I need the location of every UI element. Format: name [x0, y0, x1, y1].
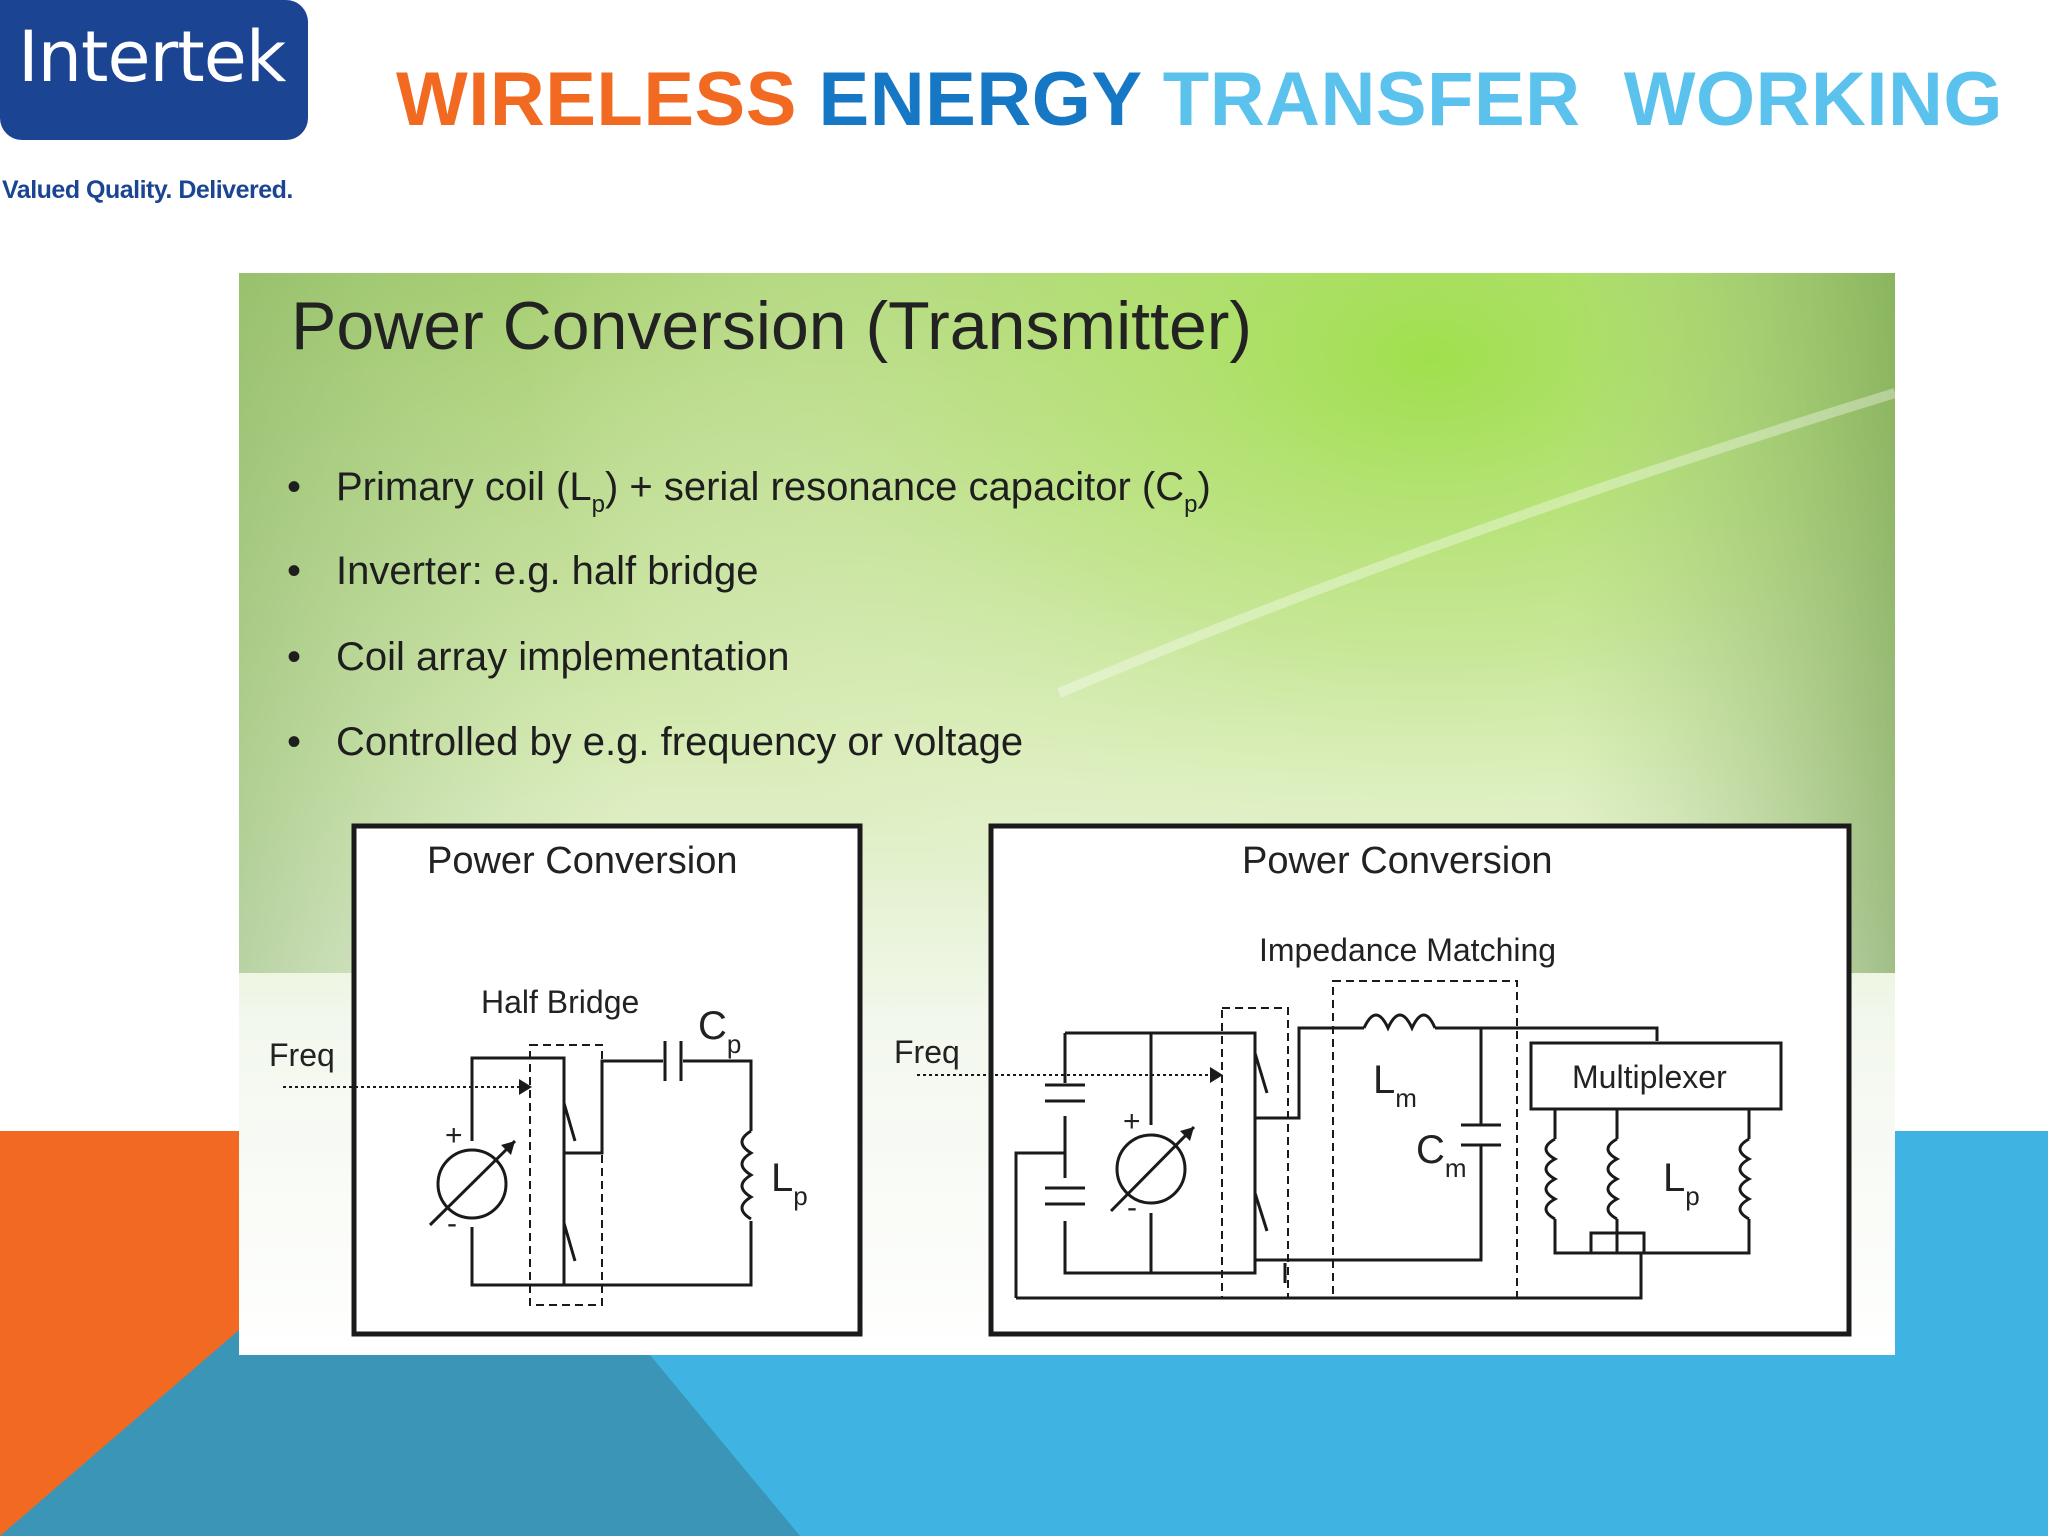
right-blue-strip — [1895, 1131, 2048, 1355]
left-switch-lower — [562, 1222, 577, 1262]
right-circuit-wires — [1014, 1026, 1659, 1300]
title-word-working: WORKING — [1623, 57, 2004, 142]
mux-coil-wires — [1553, 1109, 1751, 1255]
bullet-item-controlled: Controlled by e.g. frequency or voltage — [336, 720, 1023, 764]
slide-light-streak — [1057, 388, 1895, 698]
bullet-marker: • — [287, 465, 301, 509]
inverter-dashed-box — [1221, 1007, 1289, 1299]
half-bridge-dashed-box — [529, 1044, 603, 1306]
bullet-marker: • — [287, 635, 301, 679]
left-coil-label: Lp — [771, 1156, 808, 1211]
right-switch-lower — [1253, 1192, 1269, 1232]
intertek-logo: Intertek — [0, 0, 308, 140]
left-cap-label: Cp — [698, 1004, 741, 1059]
left-block-label: Half Bridge — [481, 984, 639, 1020]
left-switch-upper — [562, 1102, 577, 1142]
right-source-arrowhead — [1180, 1127, 1194, 1141]
title-word-transfer: TRANSFER — [1162, 57, 1581, 142]
left-coil — [740, 1129, 754, 1221]
right-switch-upper — [1253, 1052, 1269, 1094]
bullet-item-inverter: Inverter: e.g. half bridge — [336, 549, 758, 593]
logo-text: Intertek — [18, 16, 286, 98]
left-source-arrow — [428, 1139, 517, 1227]
slide-heading: Power Conversion (Transmitter) — [291, 288, 1252, 364]
teal-triangle-shape — [0, 1330, 800, 1536]
left-freq-label: Freq — [269, 1037, 335, 1073]
title-word-wireless: WIRELESS — [396, 57, 797, 142]
mux-coil-2 — [1606, 1137, 1621, 1221]
bullet-item-coil-array: Coil array implementation — [336, 635, 790, 679]
left-diagram-frame — [351, 823, 863, 1337]
left-power-conversion-diagram: Power Conversion Half Bridge + - Freq Cp… — [269, 823, 863, 1337]
left-source-arrowhead — [501, 1141, 515, 1155]
embedded-slide-image: Power Conversion (Transmitter) • Primary… — [239, 273, 1895, 1355]
title-word-energy: ENERGY — [818, 57, 1142, 142]
mux-coil-label: Lp — [1663, 1156, 1700, 1211]
page-title: WIRELESS ENERGY TRANSFER WORKING — [396, 62, 2003, 138]
mux-coil-3 — [1738, 1137, 1753, 1221]
right-freq-label: Freq — [894, 1034, 960, 1070]
right-power-conversion-diagram: Power Conversion Impedance Matching + - … — [894, 823, 1852, 1337]
right-inductor — [1362, 1013, 1437, 1032]
multiplexer-box — [1529, 1041, 1783, 1111]
bullet-item-primary-coil: Primary coil (Lp) + serial resonance cap… — [336, 465, 1211, 518]
left-circuit-wires — [470, 1056, 753, 1287]
right-ind-label: Lm — [1373, 1058, 1417, 1113]
bullet-list: • Primary coil (Lp) + serial resonance c… — [287, 465, 1211, 764]
left-freq-arrowhead — [519, 1079, 532, 1095]
right-plus-sign: + — [1123, 1105, 1141, 1138]
multiplexer-label: Multiplexer — [1572, 1059, 1727, 1095]
bullet-marker: • — [287, 549, 301, 593]
left-diagram-title: Power Conversion — [427, 840, 737, 882]
right-minus-sign: - — [1127, 1191, 1137, 1224]
right-diagram-title: Power Conversion — [1242, 840, 1552, 882]
right-freq-arrowhead — [1210, 1067, 1223, 1083]
bullet-marker: • — [287, 720, 301, 764]
mux-coil-1 — [1544, 1137, 1559, 1221]
left-plus-sign: + — [445, 1119, 463, 1152]
right-block-label: Impedance Matching — [1259, 932, 1556, 968]
right-source-arrow — [1109, 1125, 1196, 1213]
left-minus-sign: - — [447, 1207, 457, 1240]
right-cap-label: Cm — [1416, 1128, 1467, 1183]
brand-tagline: Valued Quality. Delivered. — [2, 176, 293, 204]
